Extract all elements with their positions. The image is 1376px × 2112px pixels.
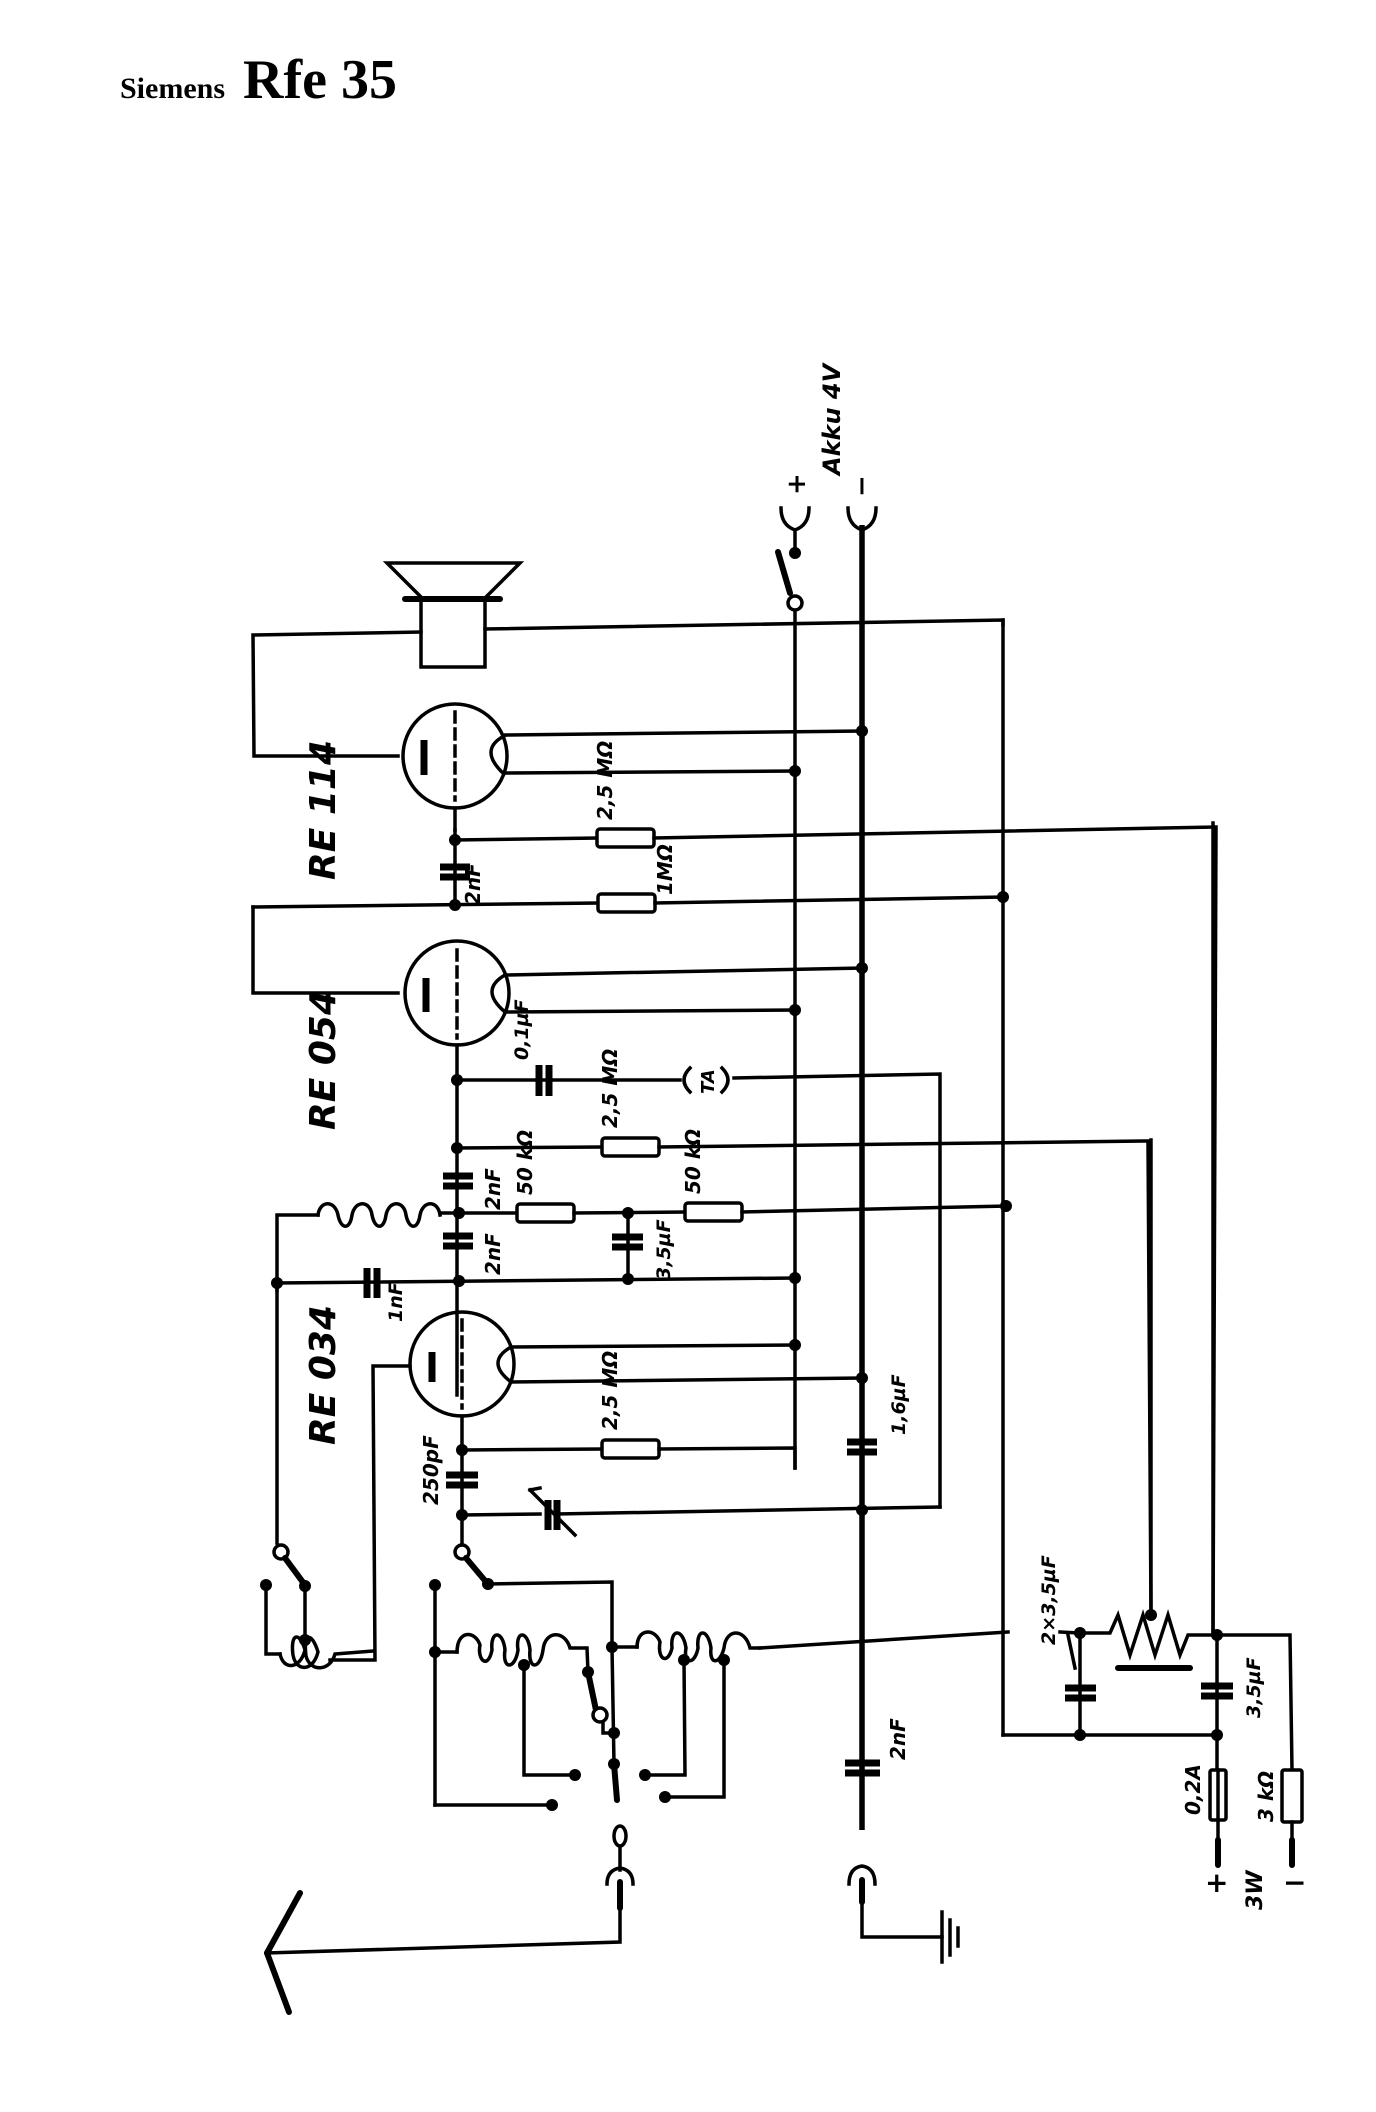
resistor-50k-b <box>683 1201 744 1223</box>
tube-label-re054: RE 054 <box>303 990 344 1130</box>
re114-filament-a <box>502 729 864 737</box>
label-c-ground: 2nF <box>886 1718 910 1760</box>
variable-capacitor[interactable] <box>527 1485 578 1538</box>
capacitor-dual-a <box>1065 1684 1096 1702</box>
label-r-det-grid: 2,5 MΩ <box>598 1351 622 1430</box>
re114-filament-b <box>502 769 797 775</box>
label-c-2nf-b: 2nF <box>481 1233 505 1275</box>
label-r-1meg: 1MΩ <box>653 844 677 895</box>
resistor-re034-grid <box>600 1438 661 1460</box>
resistor-50k-a <box>515 1202 576 1224</box>
label-c-250pf: 250pF <box>419 1435 443 1505</box>
pickup-label: TA <box>698 1069 719 1094</box>
battery-label: Akku 4V <box>818 361 846 477</box>
antenna-icon <box>264 1890 303 2015</box>
capacitor-2nf-a <box>443 1172 473 1190</box>
brand-label: Siemens <box>120 72 225 105</box>
model-label: Rfe 35 <box>243 49 397 111</box>
label-c-pickup: 0,1µF <box>511 999 533 1060</box>
label-fuse: 0,2A <box>1181 1764 1205 1815</box>
capacitor-re114-coupling <box>440 863 470 881</box>
resistor-re114-grid <box>595 827 656 849</box>
capacitor-2nf-b <box>443 1232 473 1250</box>
capacitor-1-6uf <box>847 1438 877 1456</box>
pickup-connector[interactable] <box>682 1065 730 1095</box>
mains-minus-sign: − <box>1283 1866 1306 1899</box>
inductor-reaction <box>277 1635 375 1670</box>
inductor-tuning-2 <box>635 1630 762 1663</box>
tube-re114 <box>401 702 509 832</box>
capacitor-1nf <box>363 1268 381 1298</box>
label-r-3k: 3 kΩ <box>1254 1771 1278 1822</box>
capacitor-pickup <box>535 1065 553 1096</box>
wave-switch-a[interactable] <box>453 1543 494 1590</box>
schematic-title: Siemens Rfe 35 <box>120 48 397 112</box>
capacitor-filter-3-5uf <box>1201 1682 1233 1700</box>
ground-icon <box>940 1910 960 1964</box>
label-c-1nf: 1nF <box>385 1282 407 1322</box>
tube-label-re114: RE 114 <box>303 740 344 880</box>
label-r-out-grid: 2,5 MΩ <box>593 741 617 820</box>
battery-plus-sign: + <box>782 473 812 495</box>
label-c-2nf-a: 2nF <box>481 1168 505 1210</box>
capacitor-250pf <box>446 1471 478 1489</box>
battery-minus-connector[interactable] <box>846 506 878 532</box>
inductor-hf-choke <box>316 1202 442 1228</box>
speaker-wire-right <box>483 618 1005 631</box>
mains-label: 3W <box>1243 1869 1268 1910</box>
battery-minus-sign: − <box>847 475 877 497</box>
label-r-50k-a: 50 kΩ <box>513 1130 537 1195</box>
label-c-1-6uf: 1,6µF <box>888 1374 910 1435</box>
re054-plate-wire <box>251 905 400 995</box>
antenna-socket[interactable] <box>605 1824 635 1911</box>
resistor-3k <box>1280 1768 1304 1824</box>
loudspeaker-icon <box>382 561 525 669</box>
label-r-50k-b: 50 kΩ <box>681 1129 705 1194</box>
resistor-re054-grid <box>600 1136 661 1158</box>
ground-socket[interactable] <box>847 1864 877 1905</box>
tube-re034 <box>408 1310 516 1418</box>
mains-plus-sign: + <box>1205 1866 1228 1899</box>
inductor-tuning-1 <box>455 1632 590 1674</box>
label-c-filter: 3,5µF <box>1243 1657 1265 1718</box>
resistor-1meg <box>596 892 657 914</box>
label-c-out-coupling: 2nF <box>461 863 485 905</box>
speaker-wire-left <box>251 630 423 758</box>
label-c-3-5uf: 3,5µF <box>653 1219 675 1280</box>
tube-re054 <box>403 939 511 1397</box>
tube-label-re034: RE 034 <box>303 1305 344 1445</box>
capacitor-3-5uf <box>612 1233 643 1251</box>
fuse-0-2a <box>1208 1768 1228 1822</box>
capacitor-ground-2nf <box>845 1759 880 1777</box>
label-r-af-grid: 2,5 MΩ <box>598 1049 622 1128</box>
label-c-dual: 2×3,5µF <box>1038 1555 1060 1645</box>
potentiometer[interactable] <box>1078 1609 1220 1671</box>
battery-plus-connector[interactable] <box>775 506 811 612</box>
